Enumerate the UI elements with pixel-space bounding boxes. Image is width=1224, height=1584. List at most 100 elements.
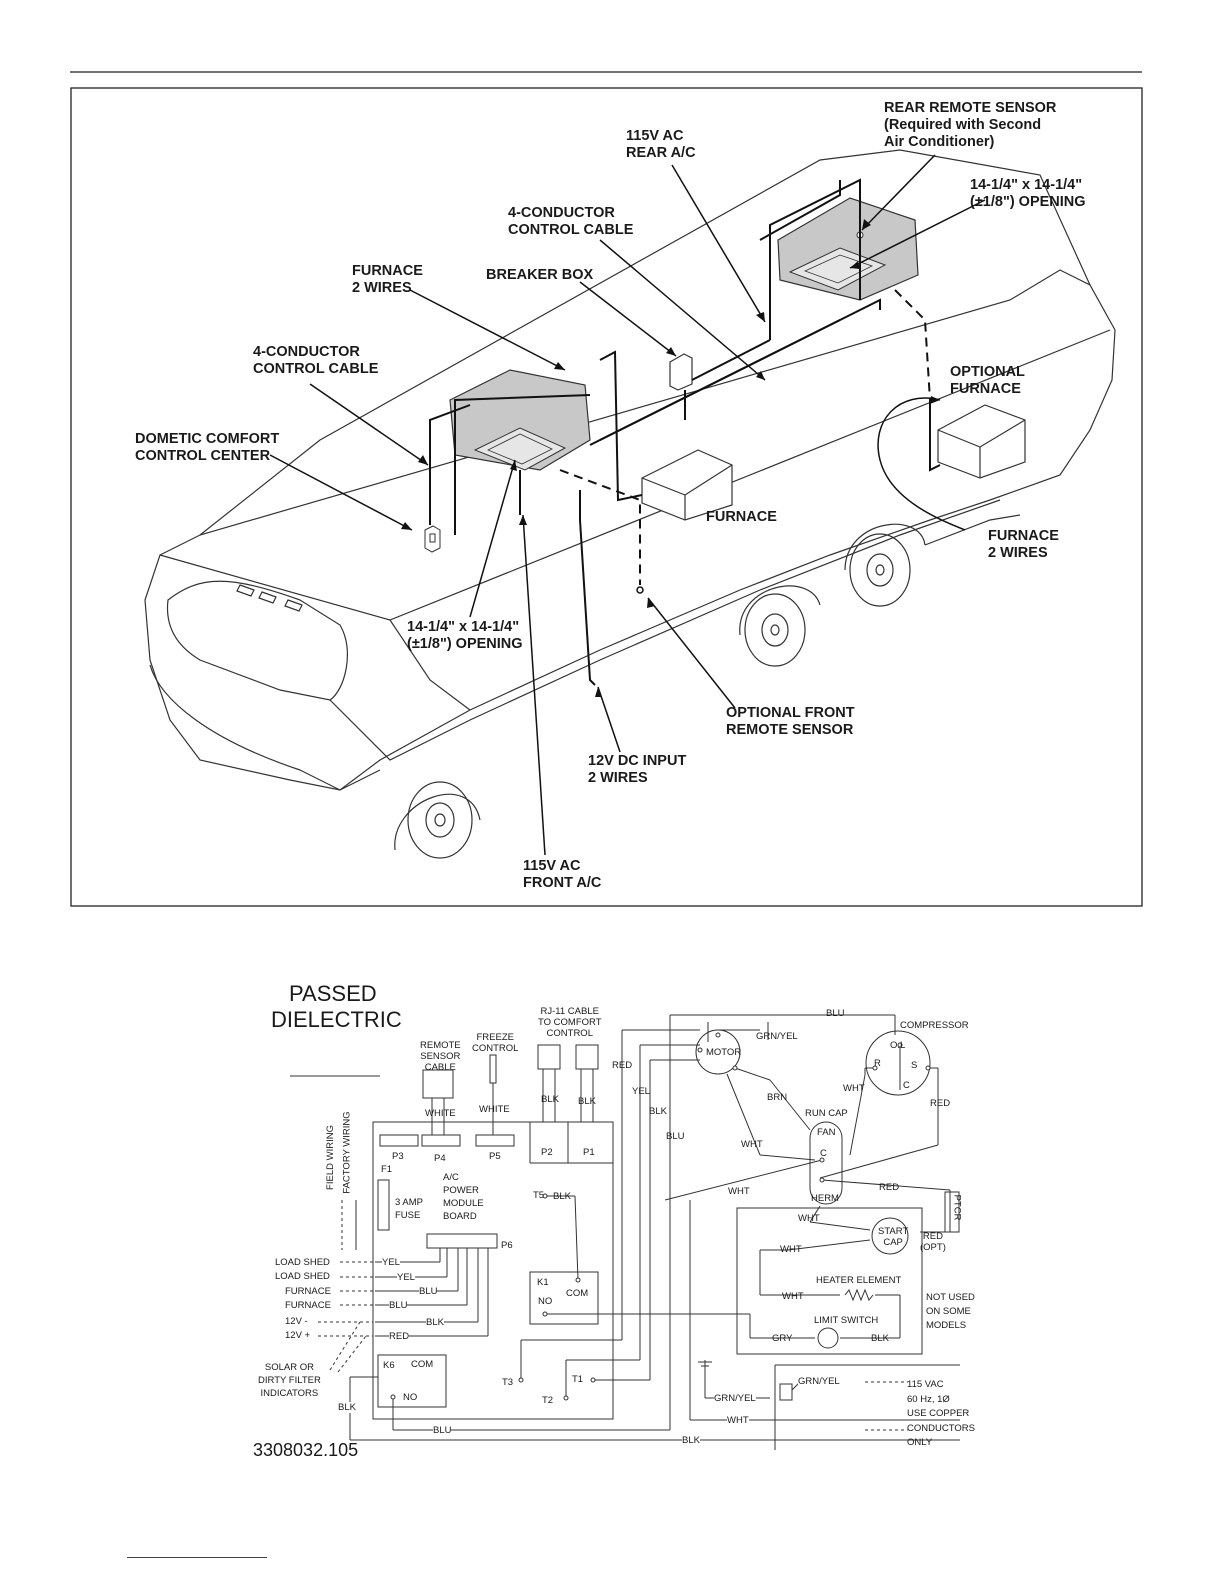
label-ac-rear: 115V AC REAR A/C (626, 128, 696, 161)
lbl-compressor: COMPRESSOR (900, 1020, 969, 1031)
lbl-red-opt: RED (OPT) (920, 1231, 946, 1253)
lbl-wht-comp: WHT (843, 1083, 865, 1094)
rv-wiring (429, 178, 941, 686)
lbl-load-shed-1: LOAD SHED (275, 1257, 330, 1268)
lbl-blk-bottom: BLK (682, 1435, 700, 1446)
lbl-com-k1: COM (566, 1288, 589, 1299)
lbl-wht-bottom: WHT (727, 1415, 749, 1426)
lbl-grn-yel-in: GRN/YEL (798, 1376, 840, 1387)
lbl-blk-k6: BLK (338, 1402, 356, 1413)
lbl-k1: K1 (537, 1277, 549, 1288)
lbl-blu-1: BLU (419, 1286, 438, 1297)
label-optional-furnace: OPTIONAL FURNACE (950, 364, 1025, 397)
lbl-no-k6: NO (403, 1392, 418, 1403)
front-ac-unit (449, 369, 591, 471)
label-furnace-wires-left: FURNACE 2 WIRES (352, 263, 423, 296)
label-opening-front: 14-1/4" x 14-1/4" (±1/8") OPENING (407, 619, 523, 652)
lbl-p3: P3 (392, 1151, 404, 1162)
label-optional-front-sensor: OPTIONAL FRONT REMOTE SENSOR (726, 705, 855, 738)
lbl-blk-p1: BLK (578, 1096, 596, 1107)
lbl-gry: GRY (772, 1333, 793, 1344)
footer-rule (127, 1557, 267, 1558)
lbl-wht-start: WHT (798, 1213, 820, 1224)
lbl-red-comp: RED (930, 1098, 951, 1109)
lbl-blk-p2: BLK (541, 1094, 559, 1105)
rv-dashed-wiring (559, 289, 931, 585)
lbl-heater-element: HEATER ELEMENT (816, 1275, 902, 1286)
lbl-c: C (903, 1080, 910, 1091)
lbl-blu-bottom: BLU (433, 1425, 452, 1436)
lbl-grn-yel-top: GRN/YEL (756, 1031, 798, 1042)
lbl-remote-sensor-cable: REMOTE SENSOR CABLE (420, 1040, 461, 1073)
lbl-blk-12: BLK (426, 1317, 444, 1328)
schematic-title: PASSED DIELECTRIC (271, 981, 402, 1032)
lbl-yel-1: YEL (382, 1257, 400, 1268)
rv-illustration (144, 149, 1116, 859)
lbl-board: A/C POWER MODULE BOARD (443, 1172, 484, 1222)
lbl-blu-top: BLU (826, 1008, 845, 1019)
lbl-rj11: RJ-11 CABLE TO COMFORT CONTROL (538, 1006, 602, 1039)
lbl-p2: P2 (541, 1147, 553, 1158)
comfort-control-center (424, 525, 441, 553)
label-furnace: FURNACE (706, 509, 777, 525)
label-ac-front: 115V AC FRONT A/C (523, 858, 602, 891)
lbl-wht-motor: WHT (741, 1139, 763, 1150)
lbl-limit-switch: LIMIT SWITCH (814, 1315, 879, 1326)
lbl-com-k6: COM (411, 1359, 434, 1370)
breaker-box (669, 353, 693, 391)
optional-furnace-box (937, 404, 1026, 479)
lbl-red-herm: RED (879, 1182, 900, 1193)
lbl-t1: T1 (572, 1374, 584, 1385)
lbl-f1: F1 (381, 1164, 393, 1175)
lbl-12v-pos: 12V + (285, 1330, 311, 1341)
lbl-blk-t5: BLK (553, 1191, 571, 1202)
label-breaker-box: BREAKER BOX (486, 267, 594, 283)
lbl-furnace-2: FURNACE (285, 1300, 331, 1311)
lbl-run-cap: RUN CAP (805, 1108, 848, 1119)
label-rear-remote-sensor: REAR REMOTE SENSOR (Required with Second… (884, 100, 1057, 150)
lbl-load-shed-2: LOAD SHED (275, 1271, 330, 1282)
lbl-blu-mid: BLU (666, 1131, 685, 1142)
lbl-blk-limit: BLK (871, 1333, 889, 1344)
lbl-freeze-control: FREEZE CONTROL (472, 1032, 519, 1054)
schematic-lines (290, 1014, 960, 1450)
lbl-red-12: RED (389, 1331, 410, 1342)
lbl-t5: T5 (533, 1190, 545, 1201)
lbl-o-l: O.L (890, 1040, 906, 1051)
lbl-cap-c: C (820, 1148, 827, 1159)
lbl-field-wiring: FIELD WIRING (324, 1125, 336, 1190)
lbl-herm: HERM (811, 1193, 839, 1204)
lbl-blu-2: BLU (389, 1300, 408, 1311)
label-control-cable-front: 4-CONDUCTOR CONTROL CABLE (253, 344, 379, 377)
lbl-t2: T2 (542, 1395, 554, 1406)
lbl-start-cap: START CAP (878, 1226, 909, 1248)
lbl-p4: P4 (434, 1153, 446, 1164)
lbl-p6: P6 (501, 1240, 513, 1251)
lbl-solar: SOLAR OR DIRTY FILTER INDICATORS (258, 1362, 321, 1399)
front-sensor-marker (636, 586, 644, 594)
lbl-wht-left: WHT (728, 1186, 750, 1197)
lbl-p1: P1 (583, 1147, 595, 1158)
lbl-yel: YEL (632, 1086, 650, 1097)
label-comfort-center: DOMETIC COMFORT CONTROL CENTER (135, 431, 280, 464)
lbl-brn: BRN (767, 1092, 788, 1103)
lbl-ptcr: PTCR (951, 1194, 963, 1221)
doc-number: 3308032.105 (253, 1440, 359, 1460)
lbl-k6: K6 (383, 1360, 395, 1371)
lbl-yel-2: YEL (397, 1272, 415, 1283)
leader-arrows (269, 154, 986, 856)
lbl-white-p5: WHITE (479, 1104, 510, 1115)
lbl-not-used: NOT USED ON SOME MODELS (926, 1292, 975, 1331)
top-diagram-frame (70, 87, 1143, 907)
lbl-12v-neg: 12V - (285, 1316, 308, 1327)
lbl-motor: MOTOR (706, 1047, 742, 1058)
lbl-fan: FAN (817, 1127, 836, 1138)
lbl-p5: P5 (489, 1151, 501, 1162)
furnace-box (641, 449, 733, 521)
label-dc-input: 12V DC INPUT 2 WIRES (588, 753, 687, 786)
lbl-wht-heater: WHT (782, 1291, 804, 1302)
lbl-red-left: RED (612, 1060, 633, 1071)
rear-ac-unit (777, 197, 919, 301)
label-control-cable-rear: 4-CONDUCTOR CONTROL CABLE (508, 205, 634, 238)
label-furnace-wires-right: FURNACE 2 WIRES (988, 528, 1059, 561)
